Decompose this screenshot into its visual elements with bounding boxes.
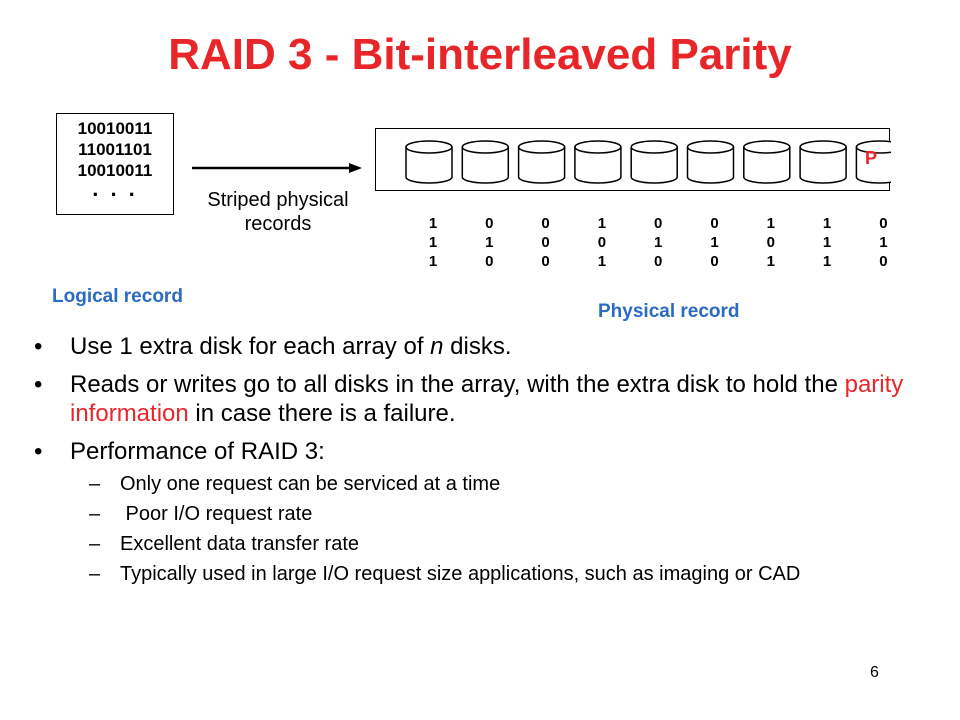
bit-column: 0 0 0 xyxy=(536,214,556,271)
bit-value: 1 xyxy=(822,253,832,270)
disk-icon xyxy=(461,140,510,184)
bit-column: 1 1 1 xyxy=(817,214,837,271)
bit-column: 0 1 0 xyxy=(479,214,499,271)
physical-record-label: Physical record xyxy=(598,301,740,322)
page-number: 6 xyxy=(870,664,879,681)
bit-column: 0 1 0 xyxy=(873,214,893,271)
bit-value: 0 xyxy=(485,253,494,270)
bit-value: 1 xyxy=(766,215,775,232)
bit-value: 0 xyxy=(597,234,607,251)
disk-icon xyxy=(630,140,678,184)
bullet-text: Performance of RAID 3: xyxy=(70,438,325,465)
bit-value: 0 xyxy=(654,253,663,270)
bit-value: 0 xyxy=(879,253,888,270)
bullet-text: Use 1 extra disk for each array of n dis… xyxy=(70,333,512,360)
sub-item: – Only one request can be serviced at a … xyxy=(34,473,934,496)
disk-array-box xyxy=(375,128,891,191)
bullet-marker: • xyxy=(34,333,43,360)
sub-item-text: Only one request can be serviced at a ti… xyxy=(120,473,501,495)
bit-value: 1 xyxy=(710,234,719,251)
striping-arrow xyxy=(192,163,362,173)
logical-record-line: 10010011 xyxy=(77,161,153,180)
bullet-marker: • xyxy=(34,371,43,398)
sub-marker: – xyxy=(89,533,101,555)
logical-record-ellipsis: . . . xyxy=(92,176,138,201)
bit-column: 0 1 0 xyxy=(705,214,725,271)
bit-value: 0 xyxy=(766,234,775,251)
sub-item-text: Poor I/O request rate xyxy=(120,503,313,525)
bit-value: 1 xyxy=(879,234,888,251)
bit-value: 0 xyxy=(541,234,550,251)
parity-disk-icon xyxy=(855,140,891,184)
sub-item-text: Excellent data transfer rate xyxy=(120,533,360,555)
sub-marker: – xyxy=(89,563,101,585)
sub-item: – Poor I/O request rate xyxy=(34,503,934,526)
parity-disk-label: P xyxy=(865,148,878,168)
bit-value: 1 xyxy=(822,234,832,251)
sub-item: – Excellent data transfer rate xyxy=(34,533,934,556)
bit-value: 0 xyxy=(710,215,719,232)
disk-icon xyxy=(574,140,622,184)
logical-record-label: Logical record xyxy=(52,286,183,307)
bullet-marker: • xyxy=(34,438,43,465)
disk-icon xyxy=(686,140,735,184)
bit-value: 0 xyxy=(710,253,719,270)
disk-icon xyxy=(743,140,791,184)
bit-value: 1 xyxy=(485,234,494,251)
bit-column: 0 1 0 xyxy=(648,214,668,271)
logical-record-line: 11001101 xyxy=(78,140,152,159)
bit-value: 1 xyxy=(428,215,438,232)
logical-record-line: 10010011 xyxy=(77,119,153,138)
bit-value: 0 xyxy=(654,215,663,232)
striped-records-label: Striped physical records xyxy=(207,189,349,235)
logical-record-box: 10010011 11001101 10010011 . . . xyxy=(56,113,174,215)
bullet-item: • Performance of RAID 3: xyxy=(34,437,934,466)
bit-value: 1 xyxy=(654,234,663,251)
sub-item: – Typically used in large I/O request si… xyxy=(34,563,934,586)
parity-information-highlight: parity information xyxy=(70,371,904,427)
disk-icon xyxy=(799,140,847,184)
bit-value: 1 xyxy=(822,215,832,232)
disk-icon xyxy=(405,140,453,184)
italic-n: n xyxy=(430,333,444,360)
bit-value: 0 xyxy=(541,215,550,232)
bullet-item: • Reads or writes go to all disks in the… xyxy=(34,370,934,428)
disk-icon xyxy=(517,140,566,184)
bullet-text: Reads or writes go to all disks in the a… xyxy=(70,371,904,427)
bit-value: 1 xyxy=(597,253,607,270)
bit-value: 1 xyxy=(766,253,775,270)
bit-column: 1 0 1 xyxy=(592,214,612,271)
bit-value: 1 xyxy=(428,253,438,270)
sub-marker: – xyxy=(89,503,101,525)
disk-array-drawing xyxy=(405,140,891,184)
sub-item-text: Typically used in large I/O request size… xyxy=(120,563,801,585)
bit-value: 1 xyxy=(597,215,607,232)
slide-title: RAID 3 - Bit-interleaved Parity xyxy=(168,30,792,79)
bullet-list: • Use 1 extra disk for each array of n d… xyxy=(34,332,934,595)
bit-value: 0 xyxy=(541,253,550,270)
bit-value: 0 xyxy=(485,215,494,232)
bit-value: 1 xyxy=(428,234,438,251)
bullet-item: • Use 1 extra disk for each array of n d… xyxy=(34,332,934,361)
bit-value: 0 xyxy=(879,215,888,232)
sub-marker: – xyxy=(89,473,101,495)
bit-column: 1 0 1 xyxy=(761,214,781,271)
bit-column: 1 1 1 xyxy=(423,214,443,271)
